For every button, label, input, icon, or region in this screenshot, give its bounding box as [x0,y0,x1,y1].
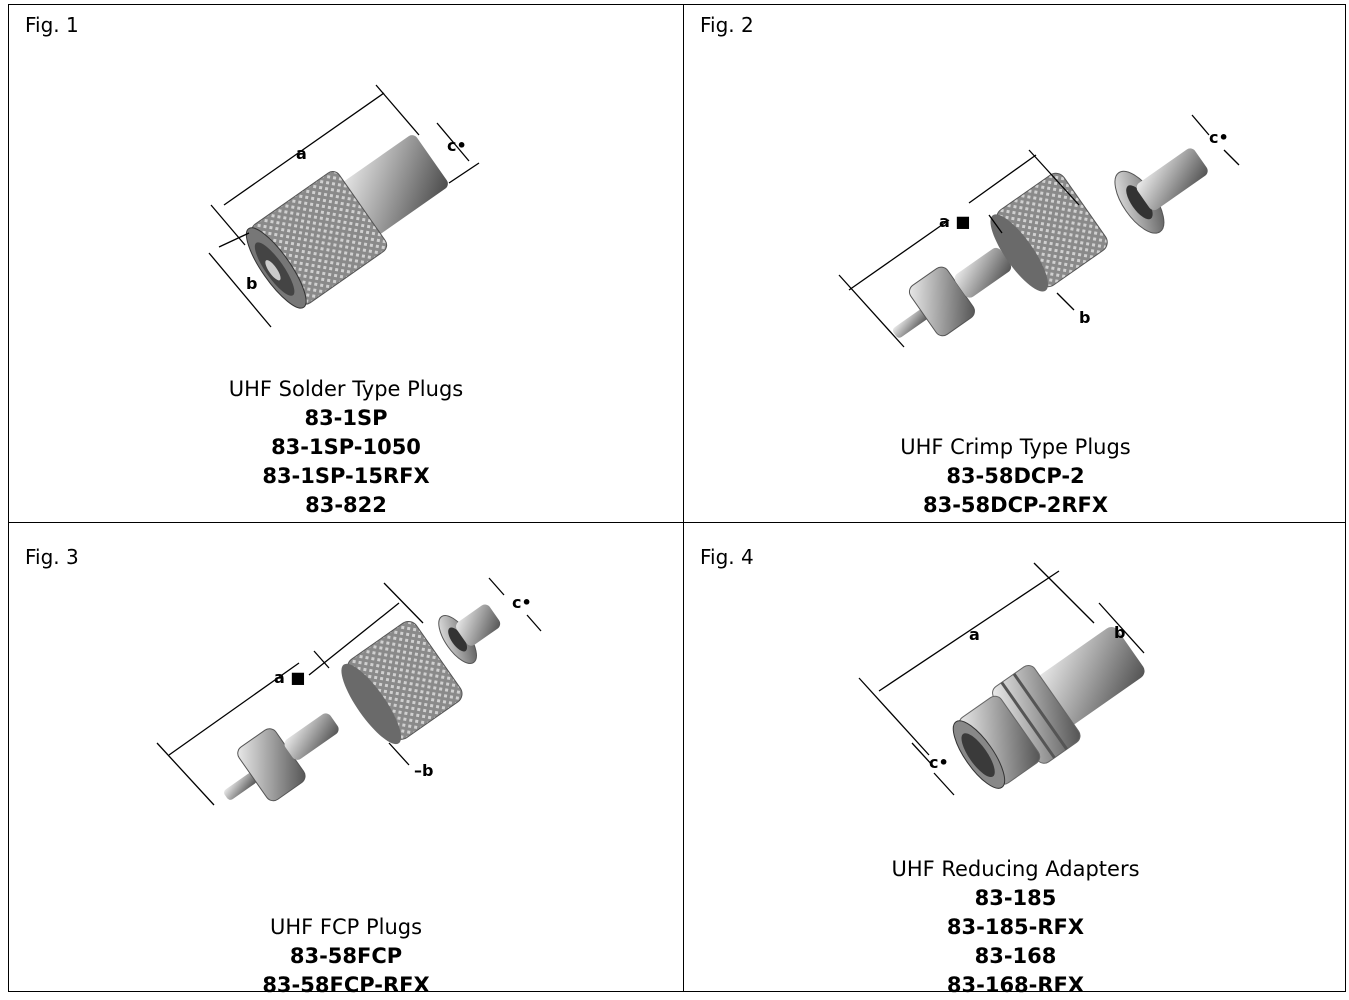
part-number: 83-1SP-15RFX [262,464,430,488]
dimension-lines [838,114,1240,348]
figure-grid: Fig. 1 [8,4,1347,997]
dimension-c-label: c• [447,136,467,155]
figure-2-panel: Fig. 2 [684,5,1347,522]
part-number: 83-58FCP-RFX [262,973,430,997]
part-number: 83-168-RFX [946,973,1085,997]
crimp-plug-parts-image [892,148,1208,338]
dimension-c-label: c• [512,593,532,612]
figure-4-caption: UHF Reducing Adapters 83-185 83-185-RFX … [684,855,1347,1000]
dimension-b-label: b [1114,623,1125,642]
fcp-plug-parts-image [224,604,501,802]
part-number: 83-185-RFX [946,915,1085,939]
figure-3-drawing: a ■ –b c• [156,577,542,806]
dimension-c-label: c• [929,753,949,772]
figure-3-label: Fig. 3 [25,545,79,569]
figure-1-label: Fig. 1 [25,13,79,37]
part-number: 83-168 [974,944,1057,968]
dimension-a-label: a [296,144,307,163]
dimension-a-label: a ■ [274,668,305,687]
dimension-lines [858,562,1145,796]
figure-2-caption: UHF Crimp Type Plugs 83-58DCP-2 83-58DCP… [684,433,1347,520]
part-number: 83-58FCP [289,944,403,968]
figure-2-title: UHF Crimp Type Plugs [900,435,1131,459]
figure-4-panel: Fig. 4 [684,523,1347,997]
part-number: 83-822 [305,493,387,517]
solder-plug-image [245,135,448,309]
grid-divider-vertical [683,5,684,991]
figure-2-drawing: a ■ b c• [838,114,1240,348]
figure-3-caption: UHF FCP Plugs 83-58FCP 83-58FCP-RFX [9,913,683,1000]
figure-4-title: UHF Reducing Adapters [891,857,1140,881]
figure-1-title: UHF Solder Type Plugs [228,377,464,401]
part-number: 83-1SP-1050 [271,435,421,459]
figure-1-drawing: a b c• [208,84,480,328]
figure-3-title: UHF FCP Plugs [269,915,423,939]
dimension-a-label: a ■ [939,212,970,231]
figure-2-label: Fig. 2 [700,13,754,37]
dimension-c-label: c• [1209,128,1229,147]
part-number: 83-185 [974,886,1057,910]
figure-3-panel: Fig. 3 [9,523,683,997]
part-number: 83-58DCP-2 [946,464,1085,488]
figure-1-panel: Fig. 1 [9,5,683,522]
dimension-b-label: b [246,274,257,293]
part-number: 83-58DCP-2RFX [922,493,1109,517]
figure-4-label: Fig. 4 [700,545,754,569]
figure-4-drawing: a b c• [858,562,1145,796]
grid-divider-horizontal [9,522,1345,523]
part-number: 83-1SP [304,406,388,430]
figure-1-caption: UHF Solder Type Plugs 83-1SP 83-1SP-1050… [9,375,683,520]
dimension-b-label: b [1079,308,1090,327]
dimension-b-label: –b [414,761,433,780]
dimension-lines [156,577,542,806]
dimension-lines [208,84,480,328]
reducing-adapter-image [952,627,1145,789]
dimension-a-label: a [969,625,980,644]
